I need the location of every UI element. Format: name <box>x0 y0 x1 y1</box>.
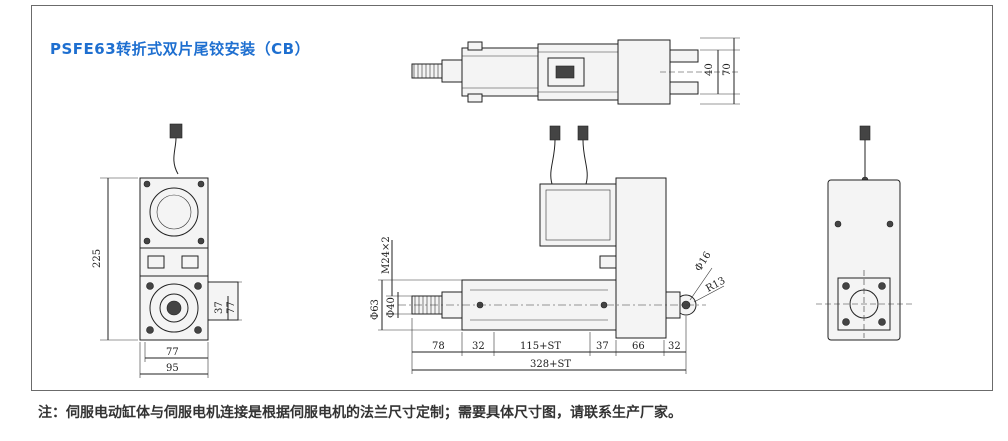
left-connector <box>169 123 183 139</box>
dim-left-77-v: 77 <box>226 301 237 314</box>
front-connector-a <box>549 125 561 141</box>
top-clevis-lower <box>669 81 699 95</box>
front-view: M24×2 Φ63 Φ40 Φ16 R13 78 32 115+ST 37 66… <box>370 125 727 374</box>
top-view: 40 70 <box>411 37 740 105</box>
top-rod-thread <box>411 63 443 79</box>
technical-drawing: 40 70 225 <box>92 37 912 378</box>
dim-left-225: 225 <box>92 249 103 268</box>
dim-left-95: 95 <box>166 363 179 374</box>
dim-left-77-h: 77 <box>166 347 179 358</box>
dim-32-b: 32 <box>668 341 681 352</box>
dim-dia-rod: Φ40 <box>386 297 397 318</box>
dim-top-70: 70 <box>722 63 733 76</box>
drawing-title: PSFE63转折式双片尾铰安装（CB） <box>50 40 311 58</box>
right-connector <box>859 125 871 141</box>
top-clevis-upper <box>669 49 699 63</box>
dim-328-st: 328+ST <box>530 359 571 370</box>
top-cylinder-body <box>461 47 539 97</box>
dim-top-40: 40 <box>704 63 715 76</box>
left-view: 225 37 77 77 95 <box>92 123 242 378</box>
front-motor <box>539 183 617 247</box>
dim-left-37: 37 <box>214 301 225 314</box>
dim-66: 66 <box>632 341 645 352</box>
dim-37: 37 <box>596 341 609 352</box>
dim-radius-13: R13 <box>704 275 727 294</box>
front-connector-b <box>577 125 589 141</box>
dim-78: 78 <box>432 341 445 352</box>
dim-32-a: 32 <box>472 341 485 352</box>
dim-115-st: 115+ST <box>520 341 561 352</box>
right-view <box>816 125 912 341</box>
front-transmission-housing <box>615 177 667 339</box>
dim-dia-body: Φ63 <box>370 299 381 320</box>
footnote: 注：伺服电动缸体与伺服电机连接是根据伺服电机的法兰尺寸定制；需要具体尺寸图，请联… <box>38 405 682 421</box>
dim-thread-m24: M24×2 <box>381 236 392 274</box>
